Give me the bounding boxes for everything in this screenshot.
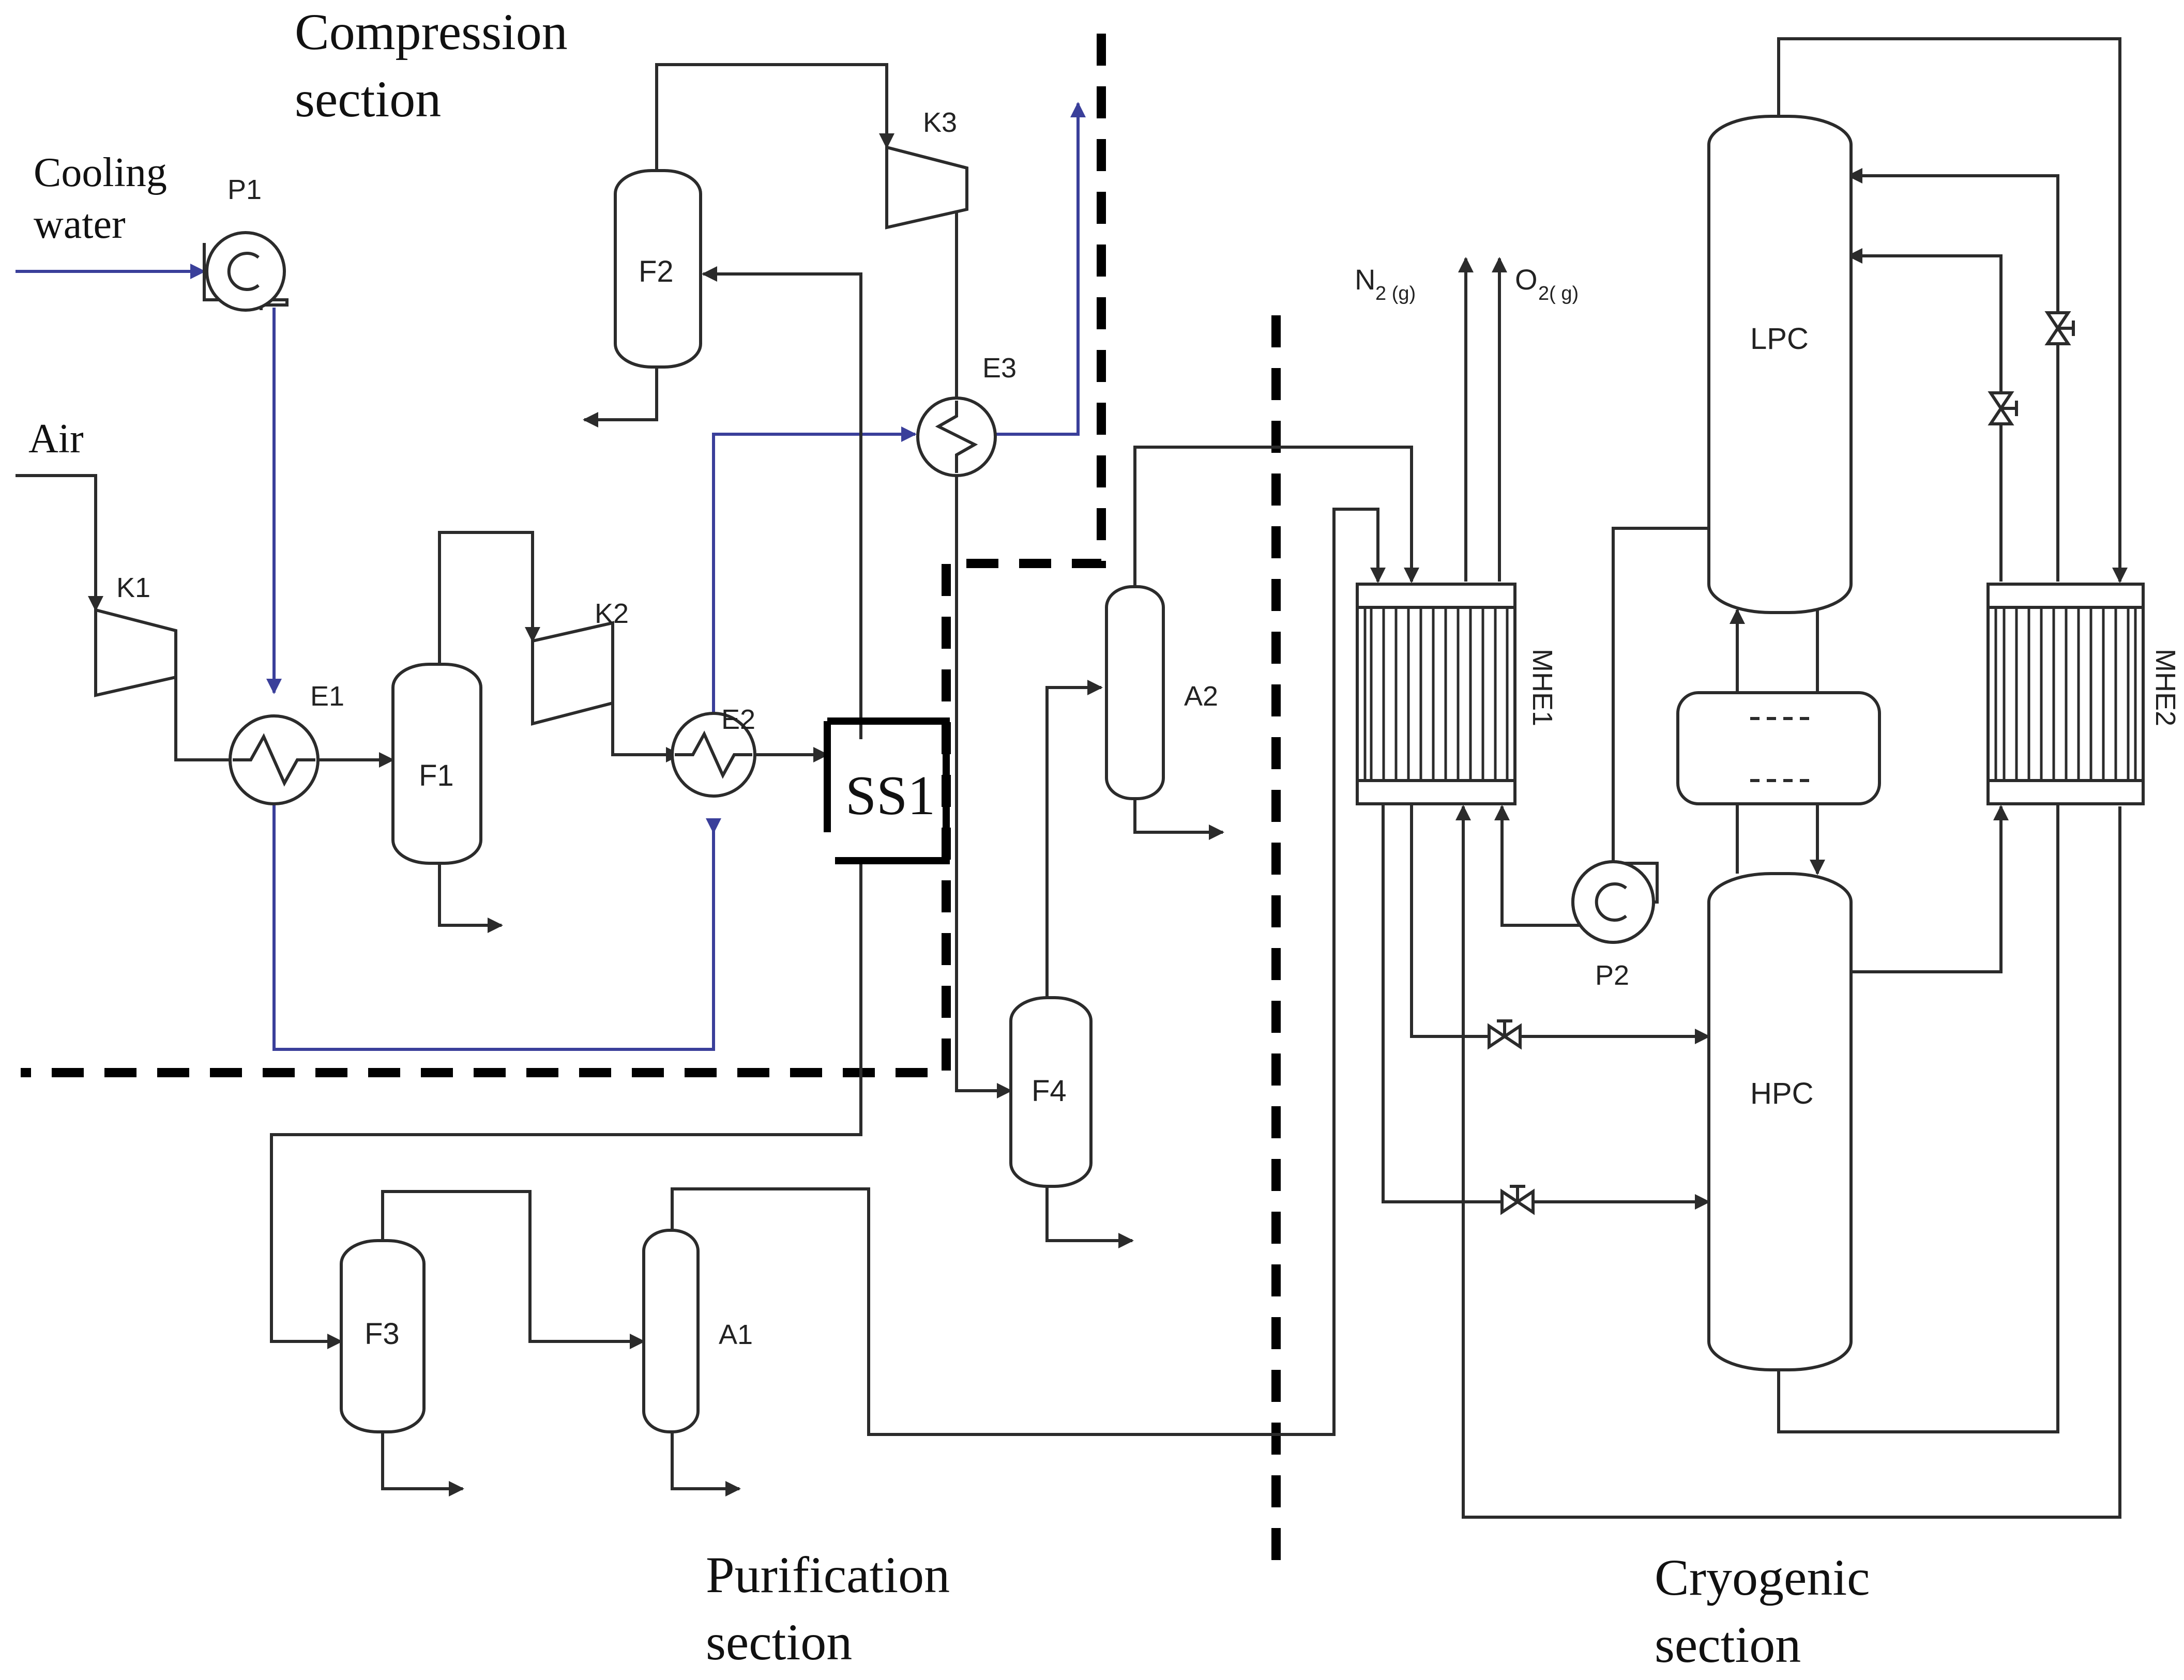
pump-P2 [1571,860,1659,944]
pump-P1 [203,231,289,312]
condenser-reboiler [1676,691,1881,805]
label-E3: E3 [982,353,1017,384]
label-F2: F2 [639,255,674,288]
svg-text:Cryogenic: Cryogenic [1655,1549,1870,1606]
svg-text:section: section [1655,1616,1801,1673]
label-P2: P2 [1595,960,1629,991]
label-P1: P1 [228,174,262,205]
valve-HPC-lower [1500,1185,1535,1215]
flash-drum-F2 [614,169,702,369]
compressor-K1 [94,608,177,697]
multi-stream-exchanger-MHE1 [1356,583,1516,805]
label-F4: F4 [1032,1074,1067,1108]
label-E2: E2 [721,704,755,735]
column-LPC [1707,115,1853,614]
section-label-compression: Compression section [295,3,568,128]
input-label-air: Air [28,416,84,462]
flash-drum-F1 [391,663,482,865]
flash-drum-F3 [340,1239,426,1433]
label-K2: K2 [595,598,629,629]
label-A1: A1 [719,1319,753,1350]
section-label-cryogenic: Cryogenic section [1655,1549,1870,1673]
label-F1: F1 [419,759,454,792]
product-label-n2: N 2 (g) [1355,263,1416,304]
compressor-K3 [885,145,968,230]
process-lines [16,37,2128,1519]
input-label-cooling-water: Cooling water [34,150,167,247]
label-K3: K3 [923,107,957,138]
label-LPC: LPC [1750,322,1809,356]
valve-HPC-upper [1488,1019,1522,1050]
svg-text:N: N [1355,263,1375,296]
label-F3: F3 [365,1317,400,1351]
heat-exchanger-E1 [229,714,320,805]
svg-text:O: O [1515,263,1538,296]
valve-LPC-left [1988,391,2018,425]
adsorber-A2 [1105,585,1165,800]
svg-text:Purification: Purification [706,1546,950,1603]
product-label-o2: O 2( g) [1515,263,1579,304]
svg-text:water: water [34,202,126,247]
compressor-K2 [531,621,614,726]
multi-stream-exchanger-MHE2 [1986,583,2145,805]
label-HPC: HPC [1750,1077,1813,1110]
label-K1: K1 [116,572,150,603]
svg-text:Compression: Compression [295,3,568,60]
valve-LPC-right [2044,311,2075,345]
svg-text:section: section [295,70,441,128]
compression-boundary-line [21,34,1106,1077]
svg-text:2( g): 2( g) [1538,283,1579,304]
column-HPC [1707,872,1853,1371]
section-boundaries [21,34,1281,1571]
label-A2: A2 [1184,681,1218,712]
label-SS1: SS1 [845,765,935,827]
svg-text:Cooling: Cooling [34,150,167,195]
cooling-water-lines [16,102,1086,1051]
label-E1: E1 [310,681,344,712]
svg-text:2 (g): 2 (g) [1375,283,1416,304]
adsorber-A1 [642,1229,700,1433]
label-MHE1: MHE1 [1527,649,1558,726]
section-label-purification: Purification section [706,1546,950,1671]
heat-exchanger-E2 [671,712,756,798]
svg-text:section: section [706,1613,852,1671]
flash-drum-F4 [1009,996,1093,1188]
label-MHE2: MHE2 [2150,649,2181,726]
heat-exchanger-E3 [916,396,997,477]
separator-SS1 [824,717,950,864]
